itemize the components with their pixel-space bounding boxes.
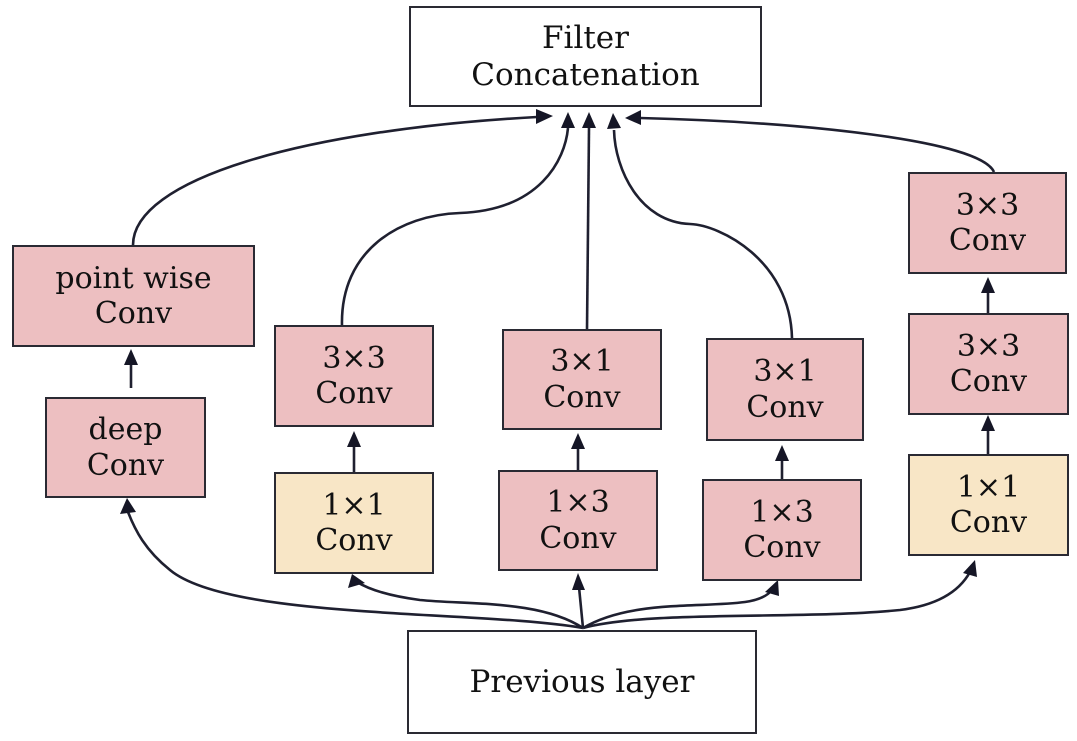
edge-b3-3x1-to-concat [585,127,591,331]
arrowhead [124,349,138,365]
node-label-line1: 3×3 [956,328,1021,364]
node-label-line2: Conv [543,379,621,415]
edge-b2-3x3-to-concat [340,127,570,327]
branch4-1x3-conv-node: 1×3 Conv [702,479,862,581]
branch5-mid-3x3-conv-node: 3×3 Conv [908,313,1069,415]
node-label-line2: Conv [315,376,393,411]
edge-pointwise-to-concat [131,115,538,246]
node-label-line1: 1×1 [956,469,1021,505]
edge-input-to-branch2-1x1 [356,580,584,630]
node-label-line1: deep [88,412,163,448]
arrowhead [625,110,641,125]
edge-input-to-branch4-1x3 [582,589,774,630]
node-label-line2: Conv [948,223,1027,258]
arrowhead [607,113,621,129]
edge-b4-3x1-to-concat [612,129,794,339]
deep-conv-node: deep Conv [45,397,206,498]
arrowhead [981,415,995,431]
arrowhead [582,112,596,128]
node-label-line2: Concatenation [471,56,700,93]
node-label-line1: Filter [542,19,629,56]
node-label-line1: 1×3 [750,494,814,530]
arrowhead [120,498,136,514]
node-label-line2: Conv [746,389,824,425]
node-label-line2: Conv [949,505,1028,540]
node-label-line1: 1×1 [322,487,386,523]
node-label-line2: Conv [539,520,617,556]
pointwise-conv-node: point wise Conv [12,245,255,347]
arrowhead [572,573,585,590]
node-label: Previous layer [469,663,695,700]
node-label-line2: Conv [743,530,821,565]
branch5-1x1-conv-node: 1×1 Conv [908,454,1069,556]
arrowhead [561,112,575,128]
node-label-line2: Conv [86,447,165,483]
edge-input-to-branch3-1x3 [577,586,585,629]
arrowhead [981,277,995,293]
filter-concatenation-node: Filter Concatenation [409,6,762,107]
node-label-line2: Conv [949,364,1028,399]
branch4-3x1-conv-node: 3×1 Conv [706,338,864,441]
arrowhead [536,109,553,124]
arrowhead [347,431,361,447]
node-label-line2: Conv [315,523,393,558]
node-label-line1: 3×1 [550,344,614,380]
node-label-line2: Conv [94,296,173,331]
node-label-line1: 1×3 [546,485,610,521]
previous-layer-node: Previous layer [407,630,757,734]
arrowhead [775,445,789,461]
branch3-3x1-conv-node: 3×1 Conv [502,329,662,430]
node-label-line1: 3×3 [322,340,386,376]
branch2-1x1-conv-node: 1×1 Conv [274,472,434,574]
node-label-line1: 3×1 [753,354,817,390]
branch5-top-3x3-conv-node: 3×3 Conv [908,172,1067,274]
edge-b5-top-to-concat [639,116,996,173]
node-label-line1: point wise [55,260,212,296]
node-label-line1: 3×3 [955,187,1020,223]
branch2-3x3-conv-node: 3×3 Conv [274,325,434,427]
arrowhead [348,574,365,588]
arrowhead [571,433,585,449]
arrowhead [963,560,977,577]
branch3-1x3-conv-node: 1×3 Conv [498,470,658,571]
arrowhead [765,580,779,596]
